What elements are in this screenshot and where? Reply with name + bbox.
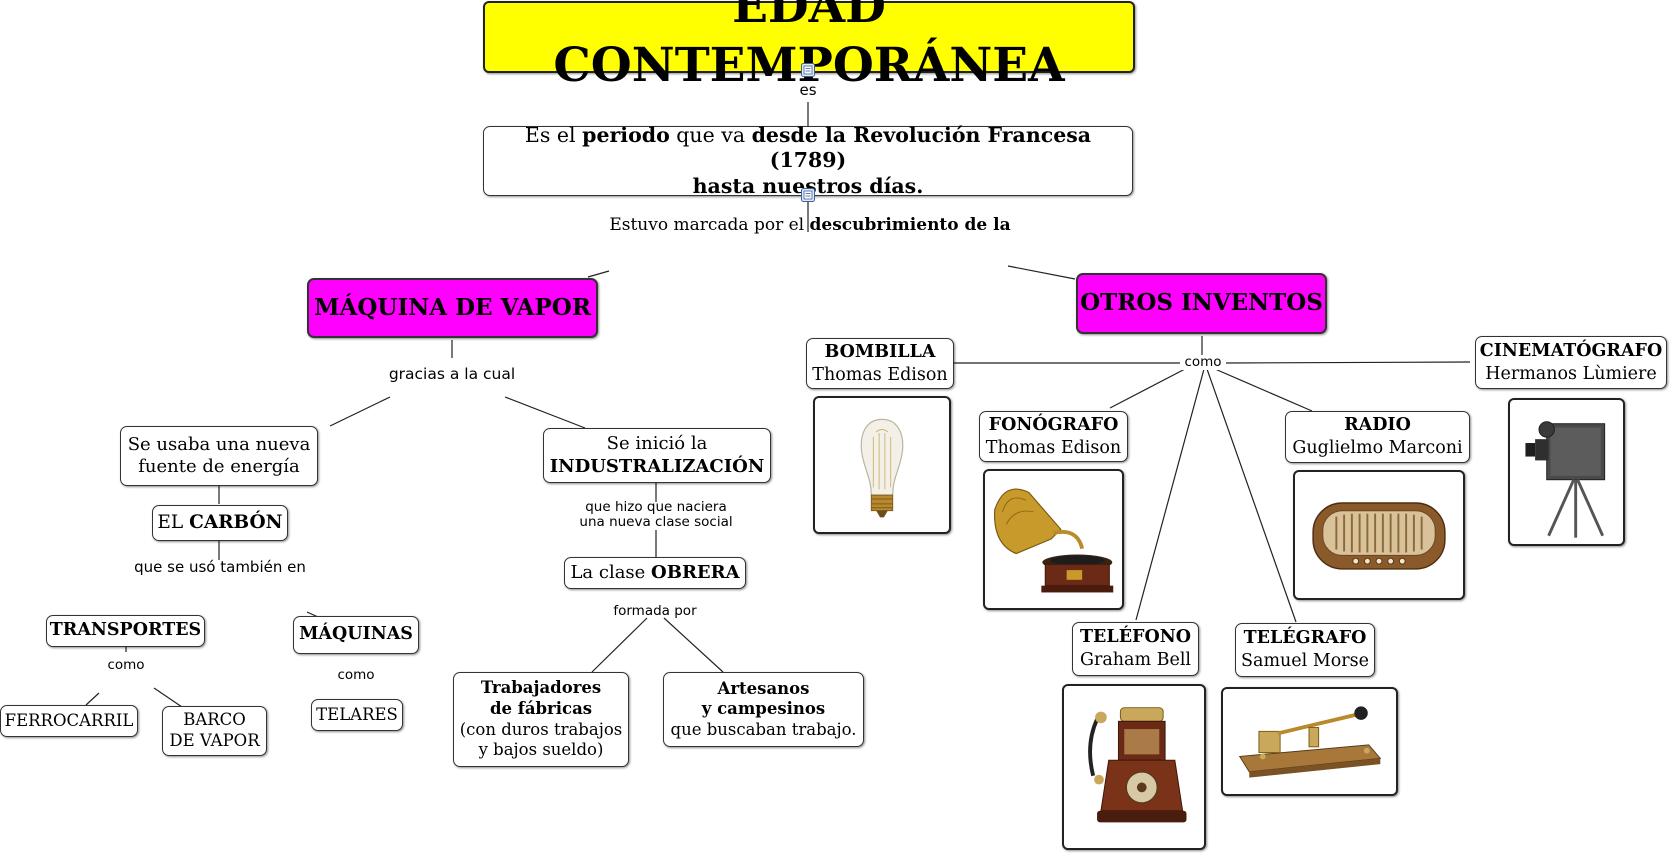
light-bulb-icon [860,418,904,518]
nueva-energia-concept[interactable]: Se usaba una nueva fuente de energía [120,426,318,486]
telephone-icon [1088,707,1187,823]
resource-icon[interactable] [801,188,815,202]
fonografo-concept[interactable]: FONÓGRAFO Thomas Edison [979,411,1128,462]
telegrafo-image[interactable] [1221,687,1398,796]
telefono-concept[interactable]: TELÉFONO Graham Bell [1072,622,1199,676]
bombilla-concept[interactable]: BOMBILLA Thomas Edison [806,338,954,389]
definition-concept[interactable]: Es el periodo que va desde la Revolución… [483,122,1133,198]
link-gracias-a-la-cual: gracias a la cual [388,365,516,383]
otros-inventos-concept[interactable]: OTROS INVENTOS [1076,273,1327,334]
link-que-se-uso: que se usó también en [134,558,306,576]
cinematografo-concept[interactable]: CINEMATÓGRAFO Hermanos Lùmiere [1475,336,1667,389]
ferrocarril-concept[interactable]: FERROCARRIL [0,705,138,737]
definition-line-1: Es el periodo que va desde la Revolución… [524,122,1092,173]
maquinas-concept[interactable]: MÁQUINAS [293,616,419,654]
bombilla-image[interactable] [813,396,951,534]
barco-de-vapor-concept[interactable]: BARCO DE VAPOR [162,706,267,756]
gramophone-icon [994,488,1114,593]
link-como-transportes: como [107,657,145,673]
link-como-maquinas: como [337,667,375,683]
carbon-concept[interactable]: EL CARBÓN [152,505,288,541]
link-formada-por: formada por [613,603,697,619]
telares-concept[interactable]: TELARES [311,699,403,731]
clase-obrera-concept[interactable]: La clase OBRERA [564,557,746,589]
industrializacion-concept[interactable]: Se inició la INDUSTRALIZACIÓN [543,428,771,483]
radio-icon [1312,502,1446,570]
telegraph-icon [1238,706,1382,778]
resource-icon[interactable] [801,63,815,77]
link-estuvo-marcada: Estuvo marcada por el descubrimiento de … [609,215,1011,235]
link-es: es [799,81,817,99]
radio-concept[interactable]: RADIO Guglielmo Marconi [1285,411,1470,463]
fonografo-image[interactable] [983,469,1124,610]
maquina-de-vapor-concept[interactable]: MÁQUINA DE VAPOR [307,278,598,338]
artesanos-concept[interactable]: Artesanos y campesinos que buscaban trab… [663,672,864,747]
telegrafo-concept[interactable]: TELÉGRAFO Samuel Morse [1235,623,1375,677]
link-que-hizo-que-naciera: que hizo que naciera una nueva clase soc… [579,499,733,530]
transportes-concept[interactable]: TRANSPORTES [46,615,205,647]
trabajadores-concept[interactable]: Trabajadores de fábricas (con duros trab… [453,672,629,767]
film-camera-icon [1525,421,1606,538]
radio-image[interactable] [1293,470,1465,600]
cinematografo-image[interactable] [1508,398,1625,546]
root-concept[interactable]: EDAD CONTEMPORÁNEA [483,0,1135,93]
telefono-image[interactable] [1062,684,1206,850]
link-como-inventos: como [1180,355,1226,370]
